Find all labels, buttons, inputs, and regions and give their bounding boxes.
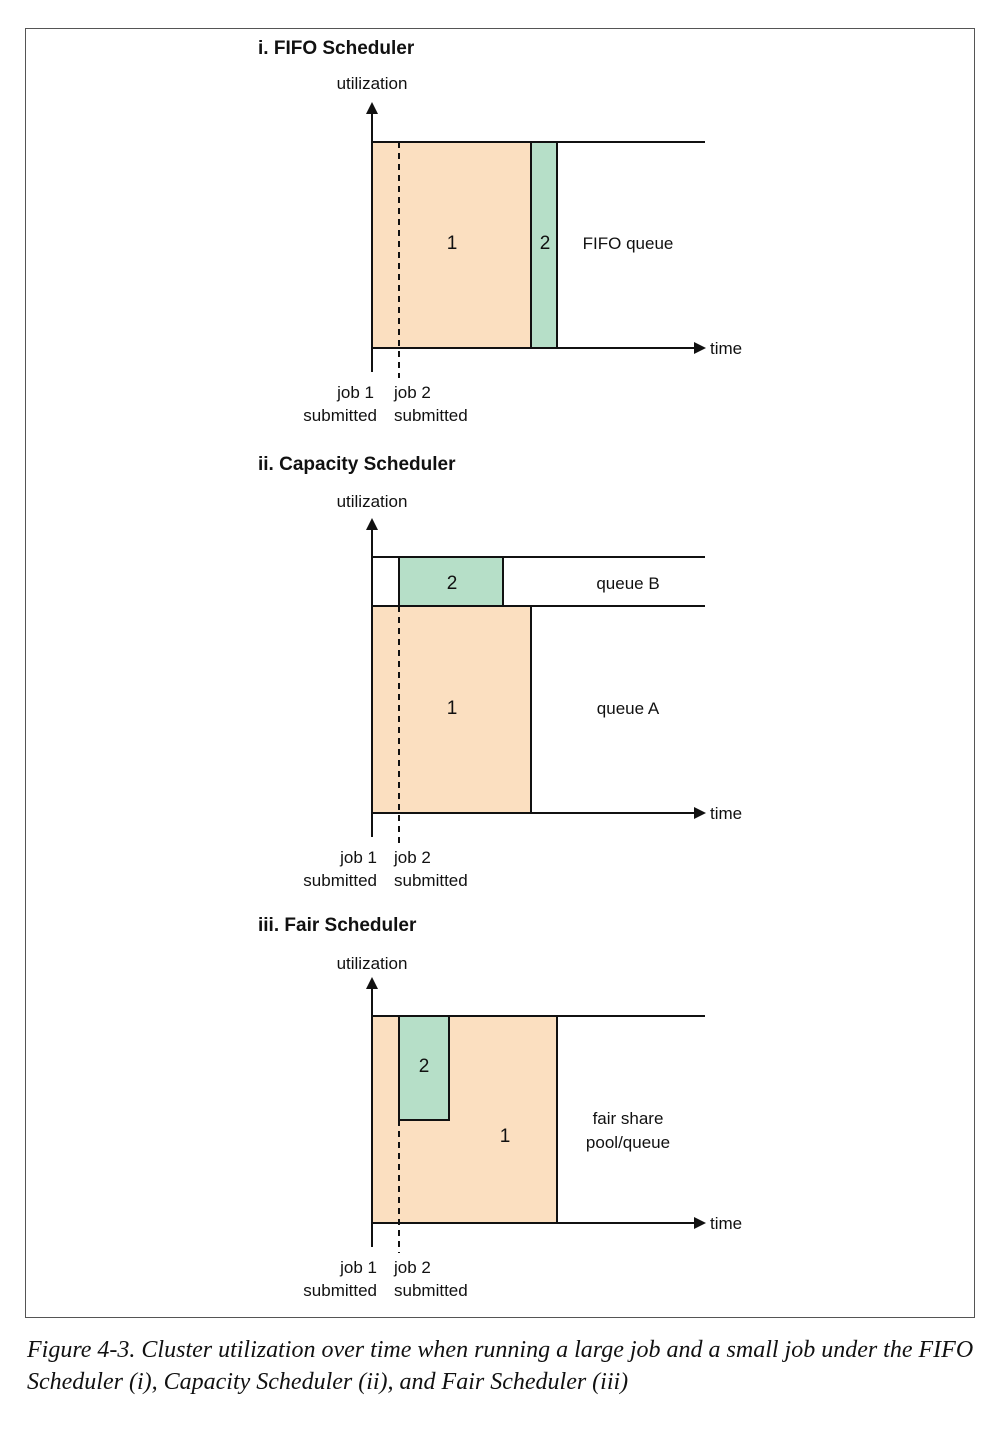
- x-axis-label: time: [710, 804, 742, 823]
- x-axis-label: time: [710, 339, 742, 358]
- job2-submitted-line2: submitted: [394, 406, 468, 425]
- y-axis-label: utilization: [337, 954, 408, 973]
- queue-label: FIFO queue: [583, 234, 674, 253]
- job2-label: 2: [419, 1056, 430, 1077]
- panel-title: iii. Fair Scheduler: [258, 915, 417, 936]
- job2-submitted-line2: submitted: [394, 871, 468, 890]
- y-axis-label: utilization: [337, 492, 408, 511]
- job1-submitted-line2: submitted: [303, 1281, 377, 1300]
- panel-capacity: ii. Capacity Scheduler utilization 2 1 q…: [258, 454, 742, 890]
- job2-submitted-line1: job 2: [393, 1258, 431, 1277]
- panel-title: i. FIFO Scheduler: [258, 38, 415, 59]
- job1-label: 1: [447, 698, 458, 719]
- job1-label: 1: [500, 1126, 511, 1147]
- panel-fair: iii. Fair Scheduler utilization 2 1 fair…: [258, 915, 742, 1300]
- queue-b-label: queue B: [596, 574, 659, 593]
- panel-title: ii. Capacity Scheduler: [258, 454, 456, 475]
- y-axis-label: utilization: [337, 74, 408, 93]
- x-axis-label: time: [710, 1214, 742, 1233]
- pool-label-line1: fair share: [593, 1109, 664, 1128]
- queue-a-label: queue A: [597, 699, 660, 718]
- job2-submitted-line2: submitted: [394, 1281, 468, 1300]
- job2-label: 2: [540, 233, 551, 254]
- job2-block: [398, 1015, 450, 1121]
- scheduler-diagram: i. FIFO Scheduler utilization 1 2 FIFO q…: [258, 38, 742, 1300]
- job1-submitted-line2: submitted: [303, 871, 377, 890]
- figure-caption: Figure 4-3. Cluster utilization over tim…: [27, 1337, 974, 1395]
- job1-submitted-line1: job 1: [339, 1258, 377, 1277]
- job1-submitted-line1: job 1: [339, 848, 377, 867]
- pool-label-line2: pool/queue: [586, 1133, 670, 1152]
- figure-frame: [25, 28, 975, 1318]
- job2-submitted-line1: job 2: [393, 383, 431, 402]
- job1-label: 1: [447, 233, 458, 254]
- job2-submitted-line1: job 2: [393, 848, 431, 867]
- job1-submitted-line2: submitted: [303, 406, 377, 425]
- job2-label: 2: [447, 573, 458, 594]
- panel-fifo: i. FIFO Scheduler utilization 1 2 FIFO q…: [258, 38, 742, 425]
- job1-submitted-line1: job 1: [336, 383, 374, 402]
